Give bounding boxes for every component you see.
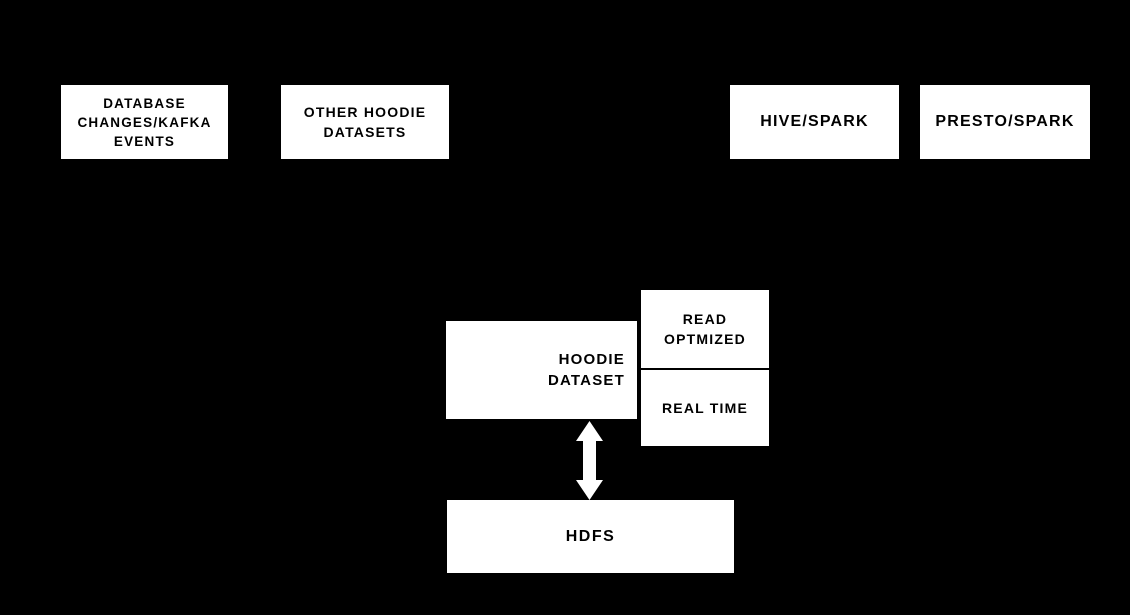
node-presto-spark-label: PRESTO/SPARK <box>935 113 1075 130</box>
node-hoodie-dataset-label: HOODIE <box>558 351 625 368</box>
node-hive-spark-label: HIVE/SPARK <box>760 113 869 130</box>
double-headed-arrow-icon <box>576 421 603 500</box>
node-hoodie-dataset-label: DATASET <box>547 372 625 389</box>
node-hdfs-label: HDFS <box>565 527 616 545</box>
node-other-hoodie-datasets-label: DATASETS <box>323 124 407 140</box>
node-read-optmized-label: READ <box>682 311 728 327</box>
node-other-hoodie-datasets-label: OTHER HOODIE <box>303 104 427 120</box>
node-database-changes-kafka-events-label: EVENTS <box>113 133 176 149</box>
node-hoodie-dataset: HOODIE DATASET <box>446 321 637 419</box>
node-hive-spark: HIVE/SPARK <box>730 85 899 159</box>
node-real-time-label: REAL TIME <box>662 400 748 416</box>
node-other-hoodie-datasets: OTHER HOODIE DATASETS <box>281 85 449 159</box>
node-database-changes-kafka-events-label: DATABASE <box>103 95 186 111</box>
node-database-changes-kafka-events-label: CHANGES/KAFKA <box>77 114 212 130</box>
node-real-time: REAL TIME <box>641 370 769 446</box>
node-hdfs: HDFS <box>447 500 734 573</box>
node-database-changes-kafka-events: DATABASE CHANGES/KAFKA EVENTS <box>61 85 228 159</box>
node-read-optmized-label: OPTMIZED <box>664 331 746 347</box>
node-read-optmized: READ OPTMIZED <box>641 290 769 368</box>
node-presto-spark: PRESTO/SPARK <box>920 85 1090 159</box>
